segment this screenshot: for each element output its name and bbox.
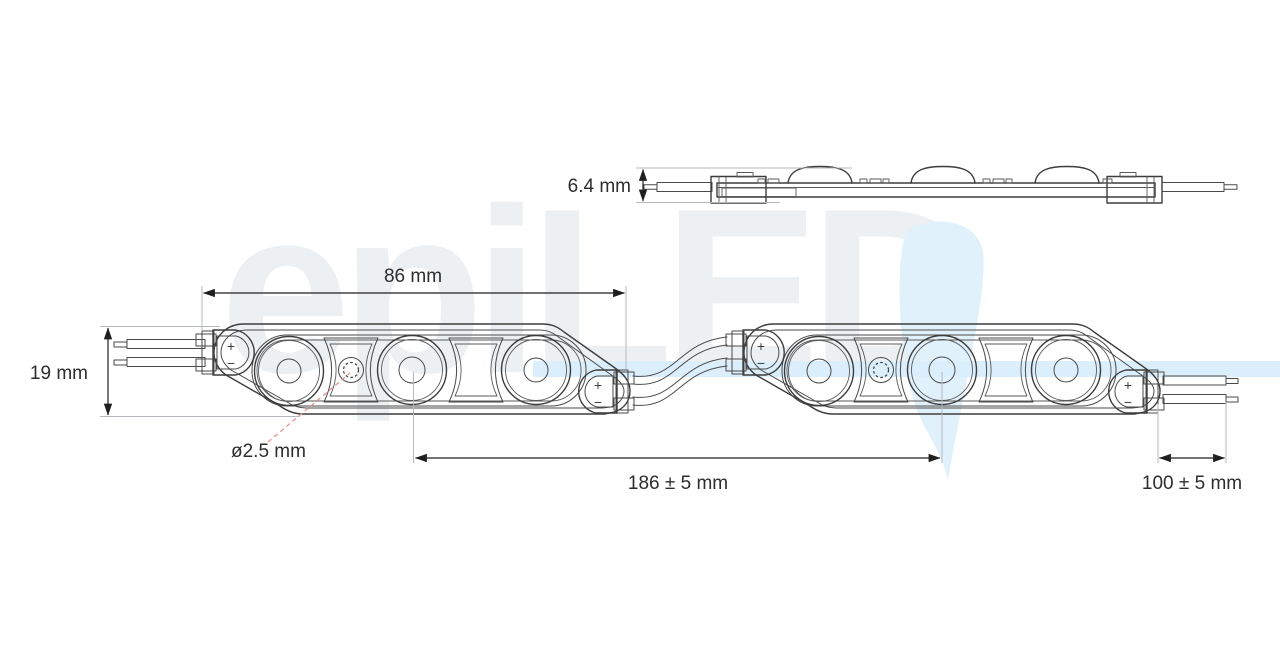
module2-output-wires <box>1162 375 1239 404</box>
dimension-module-height: 6.4 mm <box>568 167 852 203</box>
dimension-label: 186 ± 5 mm <box>628 473 728 494</box>
dimension-module-width: 19 mm <box>30 326 300 417</box>
dimension-label: 19 mm <box>30 363 88 384</box>
dimension-label: 86 mm <box>384 266 442 287</box>
side-lens-domes <box>787 165 1100 184</box>
side-right-wire <box>1161 182 1238 192</box>
side-right-connector <box>1106 172 1163 204</box>
side-solder-pads <box>757 178 1113 184</box>
dimension-wire-length: 100 ± 5 mm <box>1142 402 1242 494</box>
watermark-band <box>533 361 1280 377</box>
front-view <box>113 323 1239 415</box>
dimension-module-spacing: 186 ± 5 mm <box>413 372 943 494</box>
dimension-module-length: 86 mm <box>201 266 627 369</box>
dimension-label: 100 ± 5 mm <box>1142 473 1242 494</box>
side-view: 6.4 mm <box>568 165 1238 204</box>
watermark-logo-shape <box>899 221 984 480</box>
callout-hole-diameter: ø2.5 mm <box>231 372 351 462</box>
watermark: epiLED <box>220 159 1280 480</box>
dimensions-layer: 86 mm 19 mm ø2.5 mm 186 ± 5 mm 100 ± 5 m… <box>30 266 1242 494</box>
inter-module-wires <box>632 336 728 406</box>
leader-line <box>267 372 351 443</box>
dimension-label: 6.4 mm <box>568 176 631 197</box>
module1-input-wires <box>113 339 206 367</box>
dimension-label: ø2.5 mm <box>231 441 306 462</box>
side-pcb-bar <box>716 182 1156 198</box>
